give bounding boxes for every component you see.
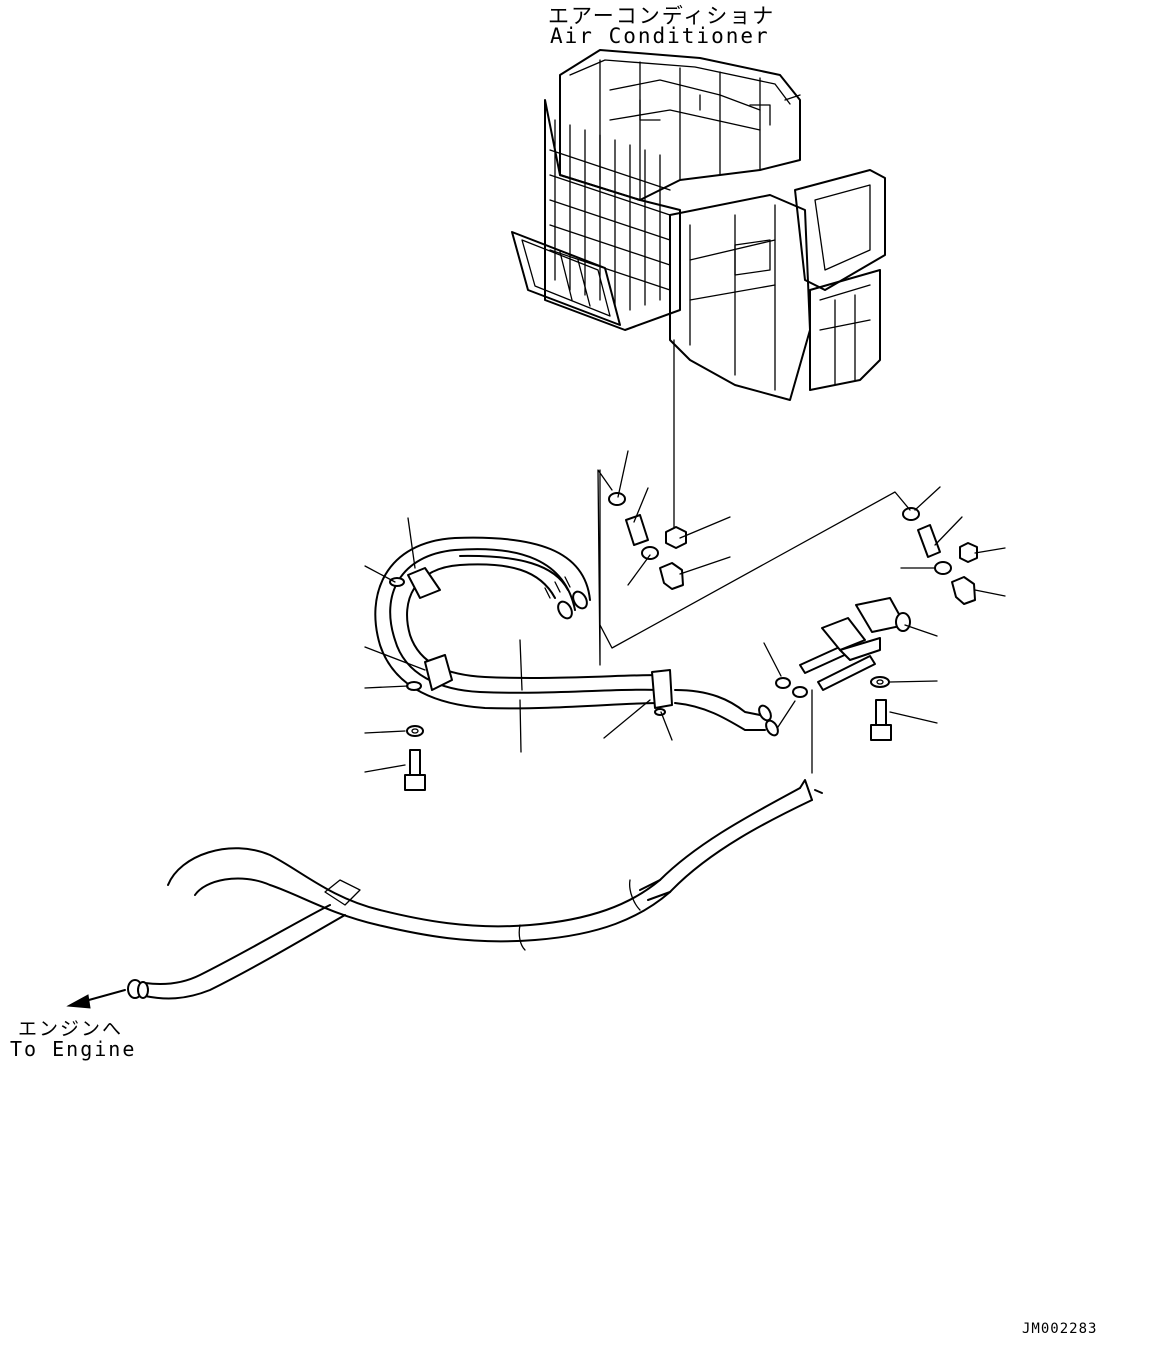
- to-engine-label-jp: エンジンへ: [18, 1018, 124, 1040]
- pipe-bracket: [799, 597, 911, 691]
- elbow-center: [659, 562, 684, 590]
- drawing-code: JM002283: [1022, 1321, 1098, 1337]
- engine-hose: [127, 779, 823, 1000]
- washer-right: [870, 676, 890, 688]
- air-conditioner-label-en: Air Conditioner: [550, 24, 770, 48]
- washer-left: [406, 725, 424, 737]
- hose-clamp-center-2: [641, 546, 659, 560]
- to-engine-label-en: To Engine: [10, 1037, 137, 1061]
- elbow-right: [951, 576, 976, 605]
- hose-clamp-right-2: [934, 561, 952, 575]
- hose-clamp-right: [651, 669, 673, 716]
- hose-clamp-left: [406, 654, 453, 691]
- nut-right: [959, 542, 978, 563]
- nut-center: [665, 526, 687, 549]
- air-conditioner-label-jp: エアーコンディショナ: [548, 4, 776, 28]
- to-engine-arrow: [66, 989, 126, 1009]
- air-conditioner-unit: [511, 49, 886, 401]
- callout-leaders: [364, 450, 1006, 773]
- hose-clamp-bracket-1: [775, 677, 791, 689]
- hose-loop: [374, 536, 779, 737]
- pipe-right: [917, 524, 941, 558]
- bolt-left: [404, 749, 426, 791]
- hose-clamp-bracket-2: [792, 686, 808, 698]
- pipe-center: [625, 514, 649, 546]
- hose-clamp-right-1: [902, 507, 920, 521]
- hose-clamp-center-1: [608, 492, 626, 506]
- hose-clamp-upper: [389, 567, 441, 599]
- routing-line-right: [599, 491, 911, 649]
- routing-line-left: [597, 469, 613, 666]
- bolt-right: [870, 699, 892, 741]
